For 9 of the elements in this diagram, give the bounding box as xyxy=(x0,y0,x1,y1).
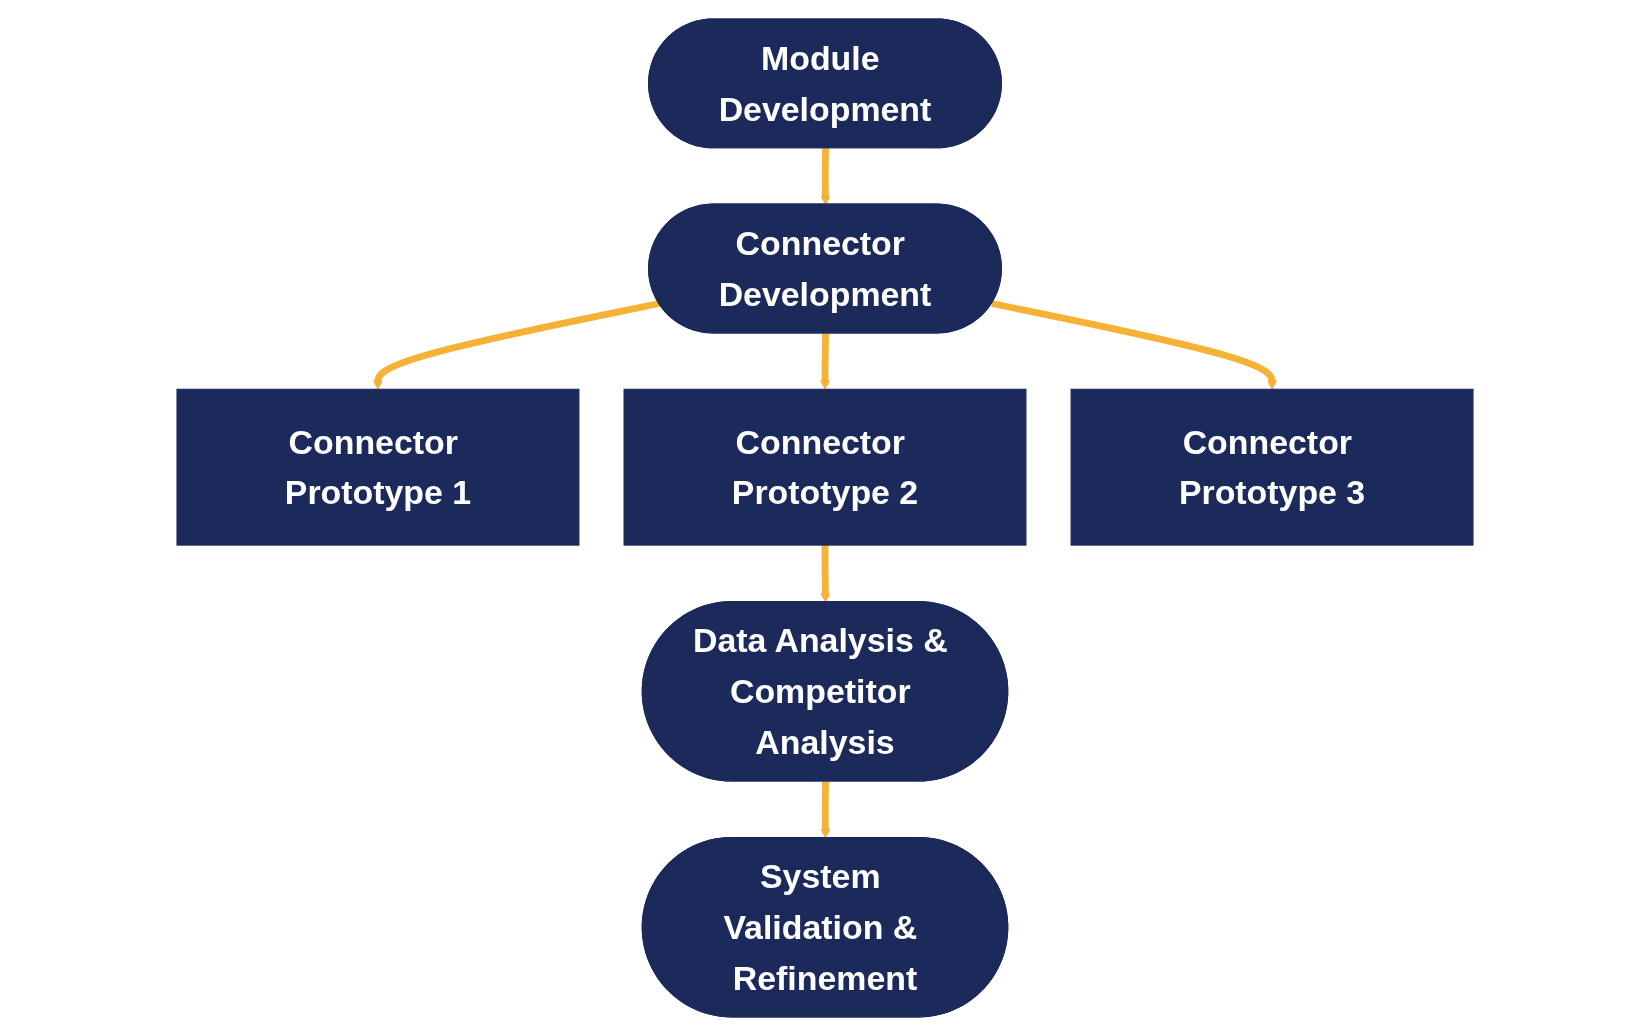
arrow xyxy=(373,300,660,390)
arrow xyxy=(820,148,831,206)
arrow xyxy=(820,333,830,390)
arrow xyxy=(820,781,831,839)
arrow xyxy=(991,300,1277,390)
node-box: Connector Prototype 1 xyxy=(176,388,580,546)
arrow xyxy=(820,545,831,603)
node-box: Connector Prototype 3 xyxy=(1070,388,1474,546)
node-box: Connector Prototype 2 xyxy=(623,388,1027,546)
